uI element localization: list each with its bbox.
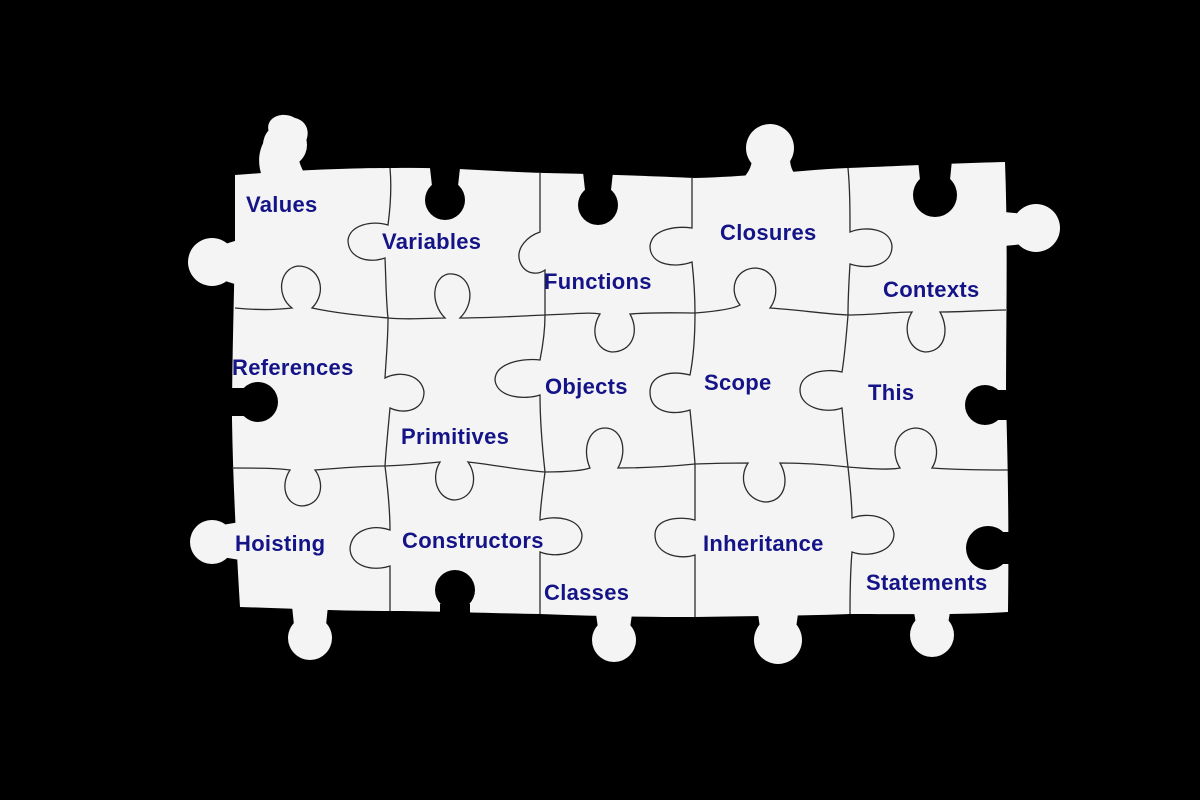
label-variables: Variables (382, 229, 482, 254)
label-objects: Objects (545, 374, 628, 399)
label-inheritance: Inheritance (703, 531, 824, 556)
label-closures: Closures (720, 220, 817, 245)
piece-seams (231, 167, 1009, 617)
label-scope: Scope (704, 370, 772, 395)
puzzle-body (232, 162, 1009, 617)
label-primitives: Primitives (401, 424, 510, 449)
label-classes: Classes (544, 580, 630, 605)
label-contexts: Contexts (883, 277, 980, 302)
outer-notches (228, 160, 1012, 614)
label-values: Values (246, 192, 318, 217)
label-statements: Statements (866, 570, 988, 595)
label-hoisting: Hoisting (235, 531, 326, 556)
label-references: References (232, 355, 354, 380)
label-this: This (868, 380, 915, 405)
label-constructors: Constructors (402, 528, 544, 553)
outer-knobs (188, 114, 1060, 664)
label-functions: Functions (544, 269, 652, 294)
